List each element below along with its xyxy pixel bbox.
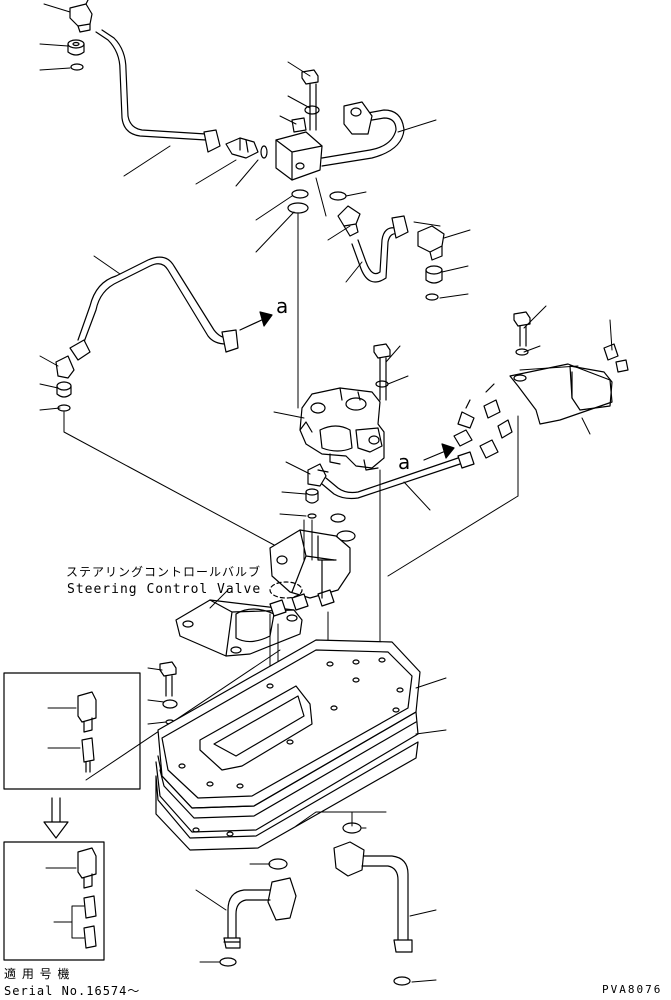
small-fittings-mid-right (454, 384, 512, 458)
ref-mark-a-lower: a (398, 450, 411, 474)
cap-small (292, 118, 306, 132)
serial-number: Serial No.16574～ (4, 984, 141, 998)
floor-plate-gasket (156, 712, 418, 832)
leader-lines-top-right (328, 222, 470, 298)
gasket-dashed (270, 582, 302, 598)
nut-right (426, 266, 442, 283)
valve-name-japanese: ステアリングコントロールバルブ (66, 565, 262, 579)
washer-plate (163, 700, 177, 708)
callout-box-lower (4, 842, 104, 960)
washer-bracket (516, 349, 528, 355)
o-ring-bottom-right (343, 823, 361, 833)
sensor-switch-3 (78, 848, 96, 888)
steering-valve-assembly (300, 388, 384, 470)
bolt-valve (374, 344, 390, 400)
arrow-to-a-1 (240, 312, 272, 330)
valve-name-english: Steering Control Valve (67, 582, 262, 597)
nut-center (306, 489, 318, 503)
pipe-top-center (322, 102, 404, 166)
leader-lines-right (274, 306, 612, 516)
mounting-block-top (276, 132, 322, 180)
o-ring-center-6 (337, 531, 355, 541)
leader-lines-top-center (256, 62, 436, 252)
leader-lines-top-left (40, 4, 258, 186)
o-ring-right (426, 294, 438, 300)
o-ring-bottom-left-2 (220, 958, 236, 966)
sensor-switch-1 (78, 692, 96, 732)
nut-top-left (68, 40, 84, 55)
o-ring-center-4 (308, 514, 316, 518)
o-ring-center-2 (288, 203, 308, 213)
drawing-code: PVA8076 (602, 983, 663, 996)
washer-top-center (305, 106, 319, 114)
o-ring-top-left (71, 64, 83, 70)
o-ring-center-5 (331, 514, 345, 522)
small-tube-right (352, 216, 408, 282)
tube-valve-to-a (322, 452, 474, 499)
elbow-tube-bottom-left (224, 878, 296, 948)
bolt-plate (160, 662, 176, 696)
o-ring-bottom-left (269, 859, 287, 869)
arrow-to-a-2 (424, 444, 454, 460)
applicable-serial-japanese: 適 用 号 機 (4, 967, 71, 981)
adapter-union (226, 138, 267, 158)
o-ring-bottom-right-2 (394, 977, 410, 985)
ref-mark-a-upper: a (276, 294, 289, 318)
o-ring-center-3 (330, 192, 346, 200)
fitting-straight (338, 206, 360, 236)
leader-lines-bottom (196, 812, 436, 982)
elbow-fitting-left (56, 356, 74, 378)
tube-left-middle (70, 257, 238, 360)
sensor-switch-2 (82, 738, 94, 772)
floor-plate-upper (158, 640, 420, 808)
leader-box-1 (48, 708, 80, 748)
o-ring-union (261, 146, 267, 158)
callout-box-upper (4, 673, 140, 789)
leader-lines-left-middle (40, 256, 276, 546)
nut-left (57, 382, 71, 397)
tee-fitting (308, 464, 328, 486)
tube-top-left (96, 30, 220, 152)
leader-box-2 (46, 868, 84, 938)
cap-plug-right (604, 344, 628, 372)
down-arrow (44, 798, 68, 838)
sensor-switch-4 (84, 896, 96, 948)
elbow-fitting-top-left (70, 0, 92, 32)
bolts-cover (270, 560, 334, 616)
elbow-fitting-right (418, 226, 444, 260)
mounting-bracket (510, 364, 612, 424)
elbow-tube-bottom-right (334, 842, 412, 952)
floor-plate-lower (156, 742, 418, 850)
o-ring-center-1 (292, 190, 308, 198)
bolt-bracket (514, 312, 530, 346)
